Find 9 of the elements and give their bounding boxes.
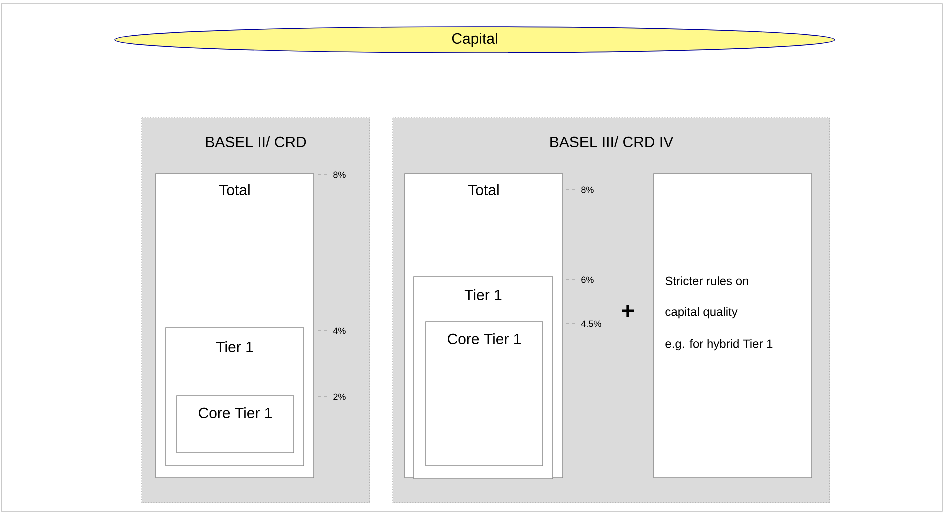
percent-tick-label: 8% bbox=[318, 172, 346, 178]
capital-box: Core Tier 1 bbox=[176, 396, 294, 454]
percent-tick-label: 4.5% bbox=[566, 320, 602, 328]
percent-tick-label: 2% bbox=[318, 394, 346, 400]
capital-box: Core Tier 1 bbox=[426, 322, 544, 466]
percent-tick-label: 6% bbox=[566, 276, 594, 284]
capital-box: Stricter rules on capital quality e.g. for hybrid Tier 1 bbox=[654, 174, 812, 478]
percent-tick-label: 4% bbox=[318, 328, 346, 334]
percent-tick-label: 8% bbox=[566, 186, 594, 194]
